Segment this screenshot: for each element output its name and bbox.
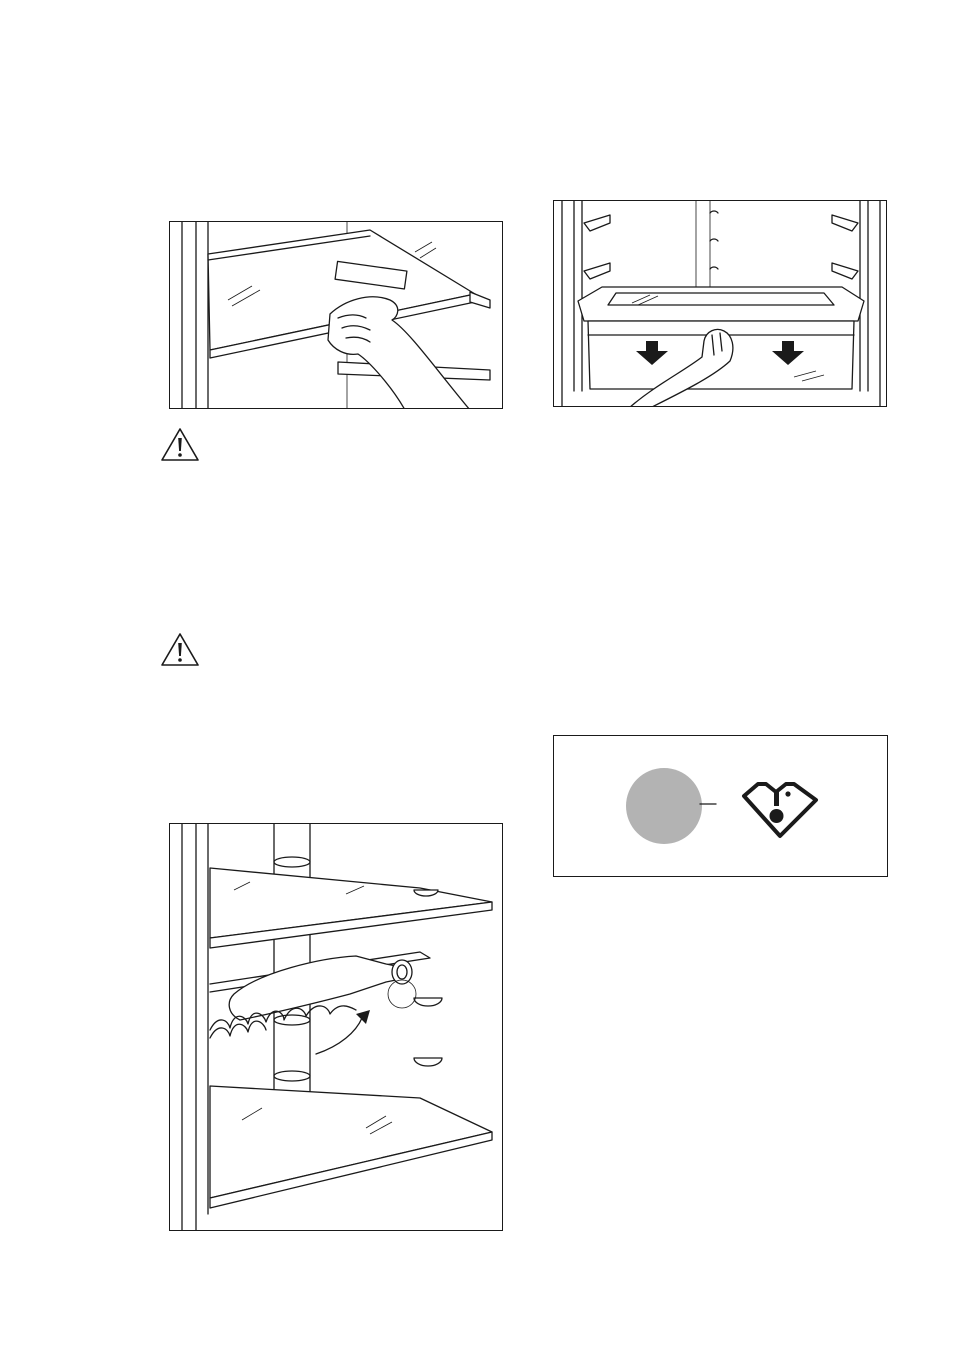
warning-triangle-icon <box>160 427 200 468</box>
cold-zone-symbol-icon <box>744 784 816 836</box>
warning-triangle-icon <box>160 632 200 673</box>
temperature-indicator-figure <box>553 735 888 877</box>
bottle-rack-illustration <box>170 824 503 1231</box>
drawer-pull-out-illustration <box>554 201 887 407</box>
glass-shelf-removal-illustration <box>170 222 503 409</box>
indicator-disc-icon <box>626 768 702 844</box>
temperature-indicator-symbol <box>554 736 888 877</box>
drawer-pull-out-figure <box>553 200 887 407</box>
bottle-rack-figure <box>169 823 503 1231</box>
glass-shelf-removal-figure <box>169 221 503 409</box>
